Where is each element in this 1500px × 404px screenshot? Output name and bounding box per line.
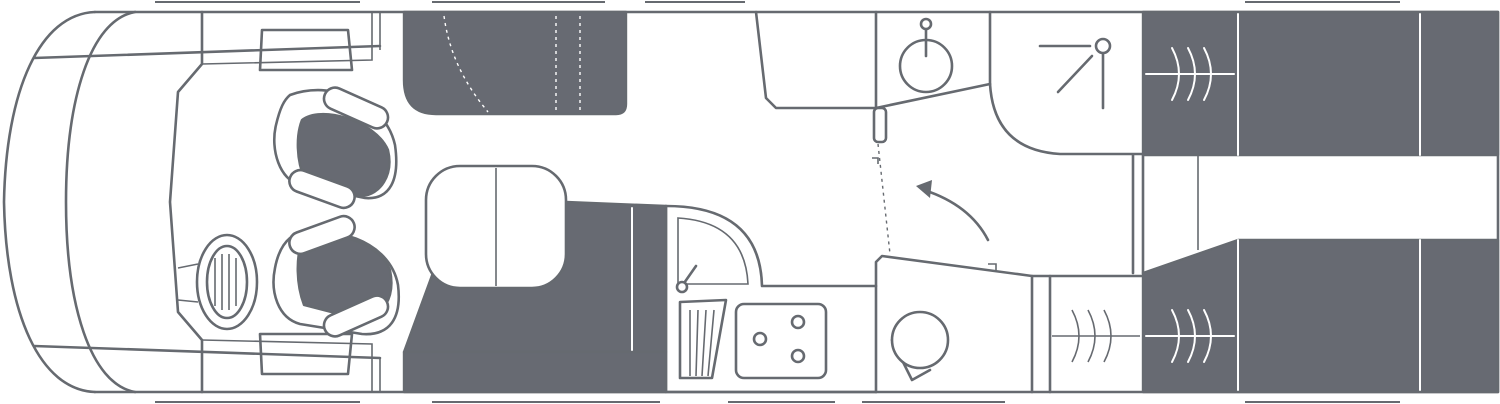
armchair-icon bbox=[272, 214, 401, 338]
shower-icon bbox=[988, 37, 1145, 156]
sink-icon bbox=[898, 17, 954, 94]
rear-beds bbox=[1141, 10, 1500, 394]
door-swing-arrow-icon bbox=[872, 143, 997, 270]
toilet-icon bbox=[890, 310, 950, 382]
dinette bbox=[402, 164, 668, 394]
door-pocket-top bbox=[258, 28, 354, 72]
steering-wheel-icon bbox=[177, 233, 259, 331]
sink-icon bbox=[675, 264, 698, 294]
stove-icon bbox=[734, 302, 828, 380]
armchair-icon bbox=[273, 86, 398, 210]
cab-cupboard bbox=[402, 10, 628, 116]
rear-passage bbox=[1131, 153, 1199, 275]
heater-icon bbox=[1071, 309, 1112, 363]
bathroom-sink bbox=[754, 10, 992, 144]
toilet bbox=[874, 254, 1145, 394]
dinette-base bbox=[402, 350, 668, 394]
edge-markers bbox=[155, 1, 1400, 403]
rear-bed-top bbox=[1141, 10, 1500, 157]
kitchen bbox=[664, 204, 878, 394]
heater-icon bbox=[1171, 47, 1212, 363]
door-pocket-bottom bbox=[258, 332, 354, 376]
rear-bed-bottom bbox=[1141, 238, 1500, 394]
